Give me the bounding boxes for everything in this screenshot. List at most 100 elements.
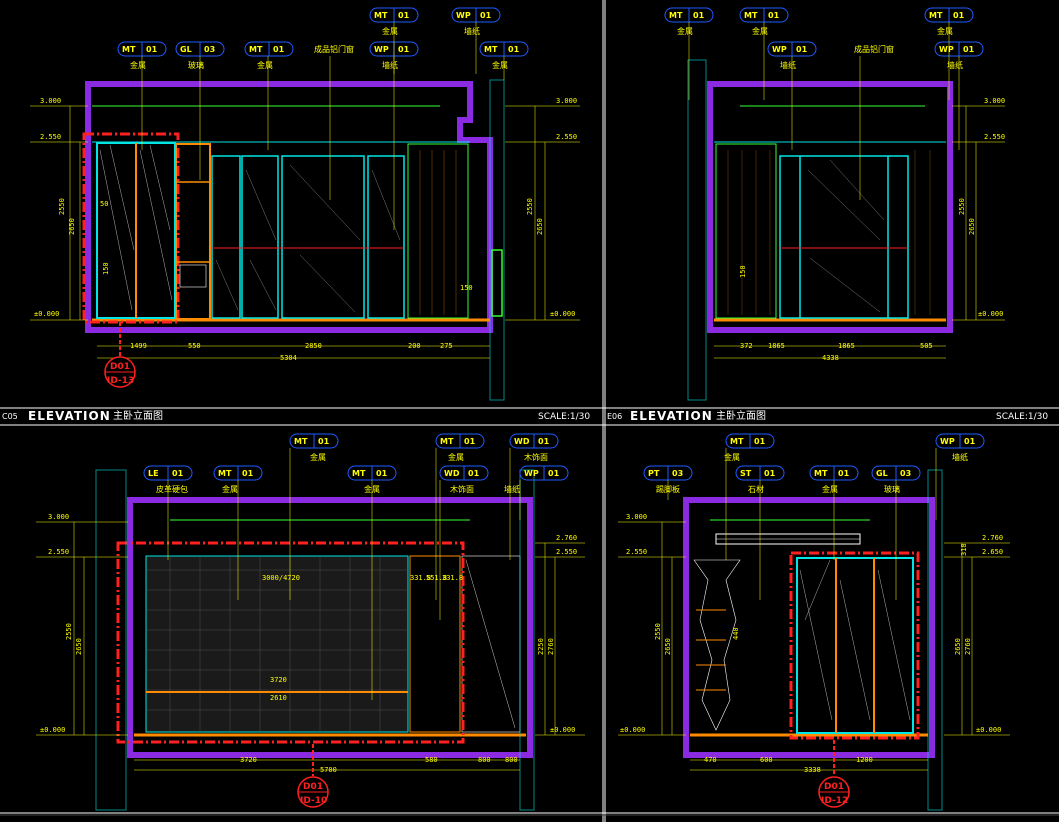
svg-text:580: 580 — [425, 756, 438, 764]
svg-text:D01: D01 — [110, 362, 130, 372]
panel-number: E06 — [607, 412, 622, 421]
svg-text:01: 01 — [273, 45, 285, 54]
leather-headboard — [145, 555, 409, 733]
svg-text:1200: 1200 — [856, 756, 873, 764]
bottom-dimensions: 1499 550 2850 200 275 5304 — [97, 342, 490, 362]
svg-text:成品铝门窗: 成品铝门窗 — [854, 44, 894, 54]
svg-text:2.550: 2.550 — [556, 548, 577, 556]
svg-text:3.000: 3.000 — [40, 97, 61, 105]
svg-text:墙纸: 墙纸 — [504, 484, 520, 494]
svg-text:2650: 2650 — [536, 218, 544, 235]
svg-text:MT: MT — [249, 45, 263, 54]
panel-number: C05 — [2, 412, 18, 421]
svg-text:金属: 金属 — [724, 452, 740, 462]
svg-text:成品铝门窗: 成品铝门窗 — [314, 44, 354, 54]
svg-text:01: 01 — [376, 469, 388, 478]
svg-text:ST: ST — [740, 469, 752, 478]
svg-text:2850: 2850 — [305, 342, 322, 350]
svg-text:2650: 2650 — [664, 638, 672, 655]
svg-text:MT: MT — [669, 11, 683, 20]
svg-text:2.650: 2.650 — [982, 548, 1003, 556]
svg-text:50: 50 — [100, 200, 108, 208]
svg-text:ID-13: ID-13 — [107, 376, 134, 386]
svg-text:01: 01 — [480, 11, 492, 20]
svg-text:3.000: 3.000 — [984, 97, 1005, 105]
svg-text:01: 01 — [398, 11, 410, 20]
svg-text:2.760: 2.760 — [556, 534, 577, 542]
svg-text:2550: 2550 — [65, 623, 73, 640]
svg-text:2.550: 2.550 — [556, 133, 577, 141]
svg-text:800: 800 — [478, 756, 491, 764]
title-bar-tl: C05 ELEVATION 主卧立面图 SCALE:1/30 — [2, 409, 590, 423]
elevation-panel-tl: 3.000 2.550 ±0.000 2550 2650 3.000 2.550… — [30, 7, 580, 401]
svg-text:金属: 金属 — [310, 452, 326, 462]
svg-text:金属: 金属 — [257, 60, 273, 70]
detail-reference-bubble[interactable]: D01 ID-12 — [818, 740, 850, 808]
svg-text:2650: 2650 — [75, 638, 83, 655]
svg-text:800: 800 — [505, 756, 518, 764]
svg-text:MT: MT — [218, 469, 232, 478]
svg-text:墙纸: 墙纸 — [952, 452, 968, 462]
svg-text:2550: 2550 — [958, 198, 966, 215]
svg-text:01: 01 — [764, 469, 776, 478]
svg-text:WP: WP — [939, 45, 954, 54]
title-bar-tr: E06 ELEVATION 主卧立面图 SCALE:1/30 — [607, 409, 1048, 423]
svg-text:5700: 5700 — [320, 766, 337, 774]
svg-text:2610: 2610 — [270, 694, 287, 702]
svg-text:150: 150 — [460, 284, 473, 292]
bottom-dimensions: 470 600 1200 3338 — [690, 756, 928, 774]
svg-text:331.8: 331.8 — [410, 574, 431, 582]
svg-text:WD: WD — [514, 437, 530, 446]
svg-text:墙纸: 墙纸 — [464, 26, 480, 36]
detail-reference-bubble[interactable]: D01 ID-10 — [297, 744, 329, 808]
level-markers-left: 3.000 2.550 ±0.000 2550 2650 — [36, 513, 128, 736]
svg-text:WP: WP — [940, 437, 955, 446]
svg-text:±0.000: ±0.000 — [978, 310, 1003, 318]
svg-text:WP: WP — [772, 45, 787, 54]
svg-text:3.000: 3.000 — [556, 97, 577, 105]
panel-title: ELEVATION — [28, 409, 111, 423]
svg-text:2.550: 2.550 — [626, 548, 647, 556]
svg-text:275: 275 — [440, 342, 453, 350]
svg-text:金属: 金属 — [492, 60, 508, 70]
svg-text:505: 505 — [920, 342, 933, 350]
svg-text:±0.000: ±0.000 — [620, 726, 645, 734]
svg-text:木饰面: 木饰面 — [524, 452, 548, 462]
svg-text:2760: 2760 — [964, 638, 972, 655]
detail-reference-bubble[interactable]: D01 ID-13 — [104, 322, 136, 388]
svg-text:01: 01 — [838, 469, 850, 478]
svg-text:01: 01 — [963, 45, 975, 54]
svg-text:MT: MT — [374, 11, 388, 20]
svg-text:2760: 2760 — [547, 638, 555, 655]
svg-text:MT: MT — [440, 437, 454, 446]
svg-text:01: 01 — [508, 45, 520, 54]
svg-text:2650: 2650 — [968, 218, 976, 235]
wall-outline — [127, 497, 533, 758]
svg-text:WD: WD — [444, 469, 460, 478]
svg-text:玻璃: 玻璃 — [884, 484, 900, 494]
svg-text:2.760: 2.760 — [982, 534, 1003, 542]
elevation-panel-br: 3.000 2.550 ±0.000 2550 2650 2.760 2.650… — [618, 433, 1010, 811]
svg-text:WP: WP — [374, 45, 389, 54]
wall-outline — [707, 81, 953, 333]
shelf-unit — [175, 143, 211, 320]
panel-scale: SCALE:1/30 — [996, 412, 1048, 422]
svg-text:MT: MT — [484, 45, 498, 54]
level-markers-left: 3.000 2.550 ±0.000 2550 2650 — [30, 97, 88, 321]
wall-outline — [85, 81, 493, 333]
svg-text:01: 01 — [146, 45, 158, 54]
svg-text:01: 01 — [538, 437, 550, 446]
svg-text:皮革硬包: 皮革硬包 — [156, 484, 188, 494]
svg-text:3338: 3338 — [804, 766, 821, 774]
panel-scale: SCALE:1/30 — [538, 412, 590, 422]
svg-text:4338: 4338 — [822, 354, 839, 362]
svg-text:2.550: 2.550 — [40, 133, 61, 141]
svg-text:玻璃: 玻璃 — [188, 60, 204, 70]
stone-panel — [693, 559, 741, 731]
svg-text:金属: 金属 — [448, 452, 464, 462]
svg-text:LE: LE — [148, 469, 159, 478]
svg-text:金属: 金属 — [382, 26, 398, 36]
level-markers-right: 3.000 2.550 ±0.000 2550 2650 — [505, 97, 580, 321]
